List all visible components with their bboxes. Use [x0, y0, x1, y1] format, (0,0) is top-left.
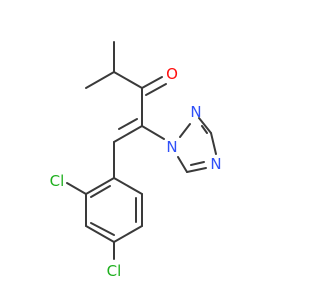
bond-n1-c5: [177, 156, 188, 173]
chlorine-para-atom: Cl: [107, 262, 122, 280]
bond-alkene-1: [113, 125, 143, 143]
structure-canvas: O N N N Cl Cl: [49, 41, 222, 280]
bond-carbonyl-o-2: [145, 83, 167, 96]
bond-ring-c-inner: [90, 222, 115, 236]
bond-alkene-n1: [141, 125, 165, 140]
bond-ring-f: [113, 177, 143, 195]
chlorine-ortho-atom: Cl: [50, 172, 65, 190]
bond-ring-c: [85, 225, 115, 243]
bond-carbonyl-o-1: [141, 76, 163, 89]
bond-alkene-2: [118, 118, 138, 130]
bond-n2-c3-2: [201, 125, 208, 134]
bond-ring-d: [113, 225, 143, 243]
triazole-n1-atom: N: [166, 138, 177, 156]
bond-ring-cl1: [66, 182, 87, 195]
triazole-n2-atom: N: [190, 103, 201, 121]
triazole-n4-atom: N: [210, 155, 221, 173]
molecule-structure: O N N N Cl Cl: [50, 41, 222, 280]
bond-ch3b-ch: [85, 71, 115, 89]
bond-n1-n2: [179, 123, 191, 138]
bond-c5-n4-2: [190, 161, 205, 166]
bond-n2-c3-1: [198, 117, 212, 134]
bond-c5-n4-1: [186, 167, 207, 173]
bond-ch-carbonyl: [113, 71, 143, 89]
bond-n4-c3: [210, 132, 217, 155]
bond-ring-a-inner: [90, 185, 111, 198]
oxygen-atom: O: [166, 65, 178, 83]
bond-ring-a: [85, 177, 115, 195]
